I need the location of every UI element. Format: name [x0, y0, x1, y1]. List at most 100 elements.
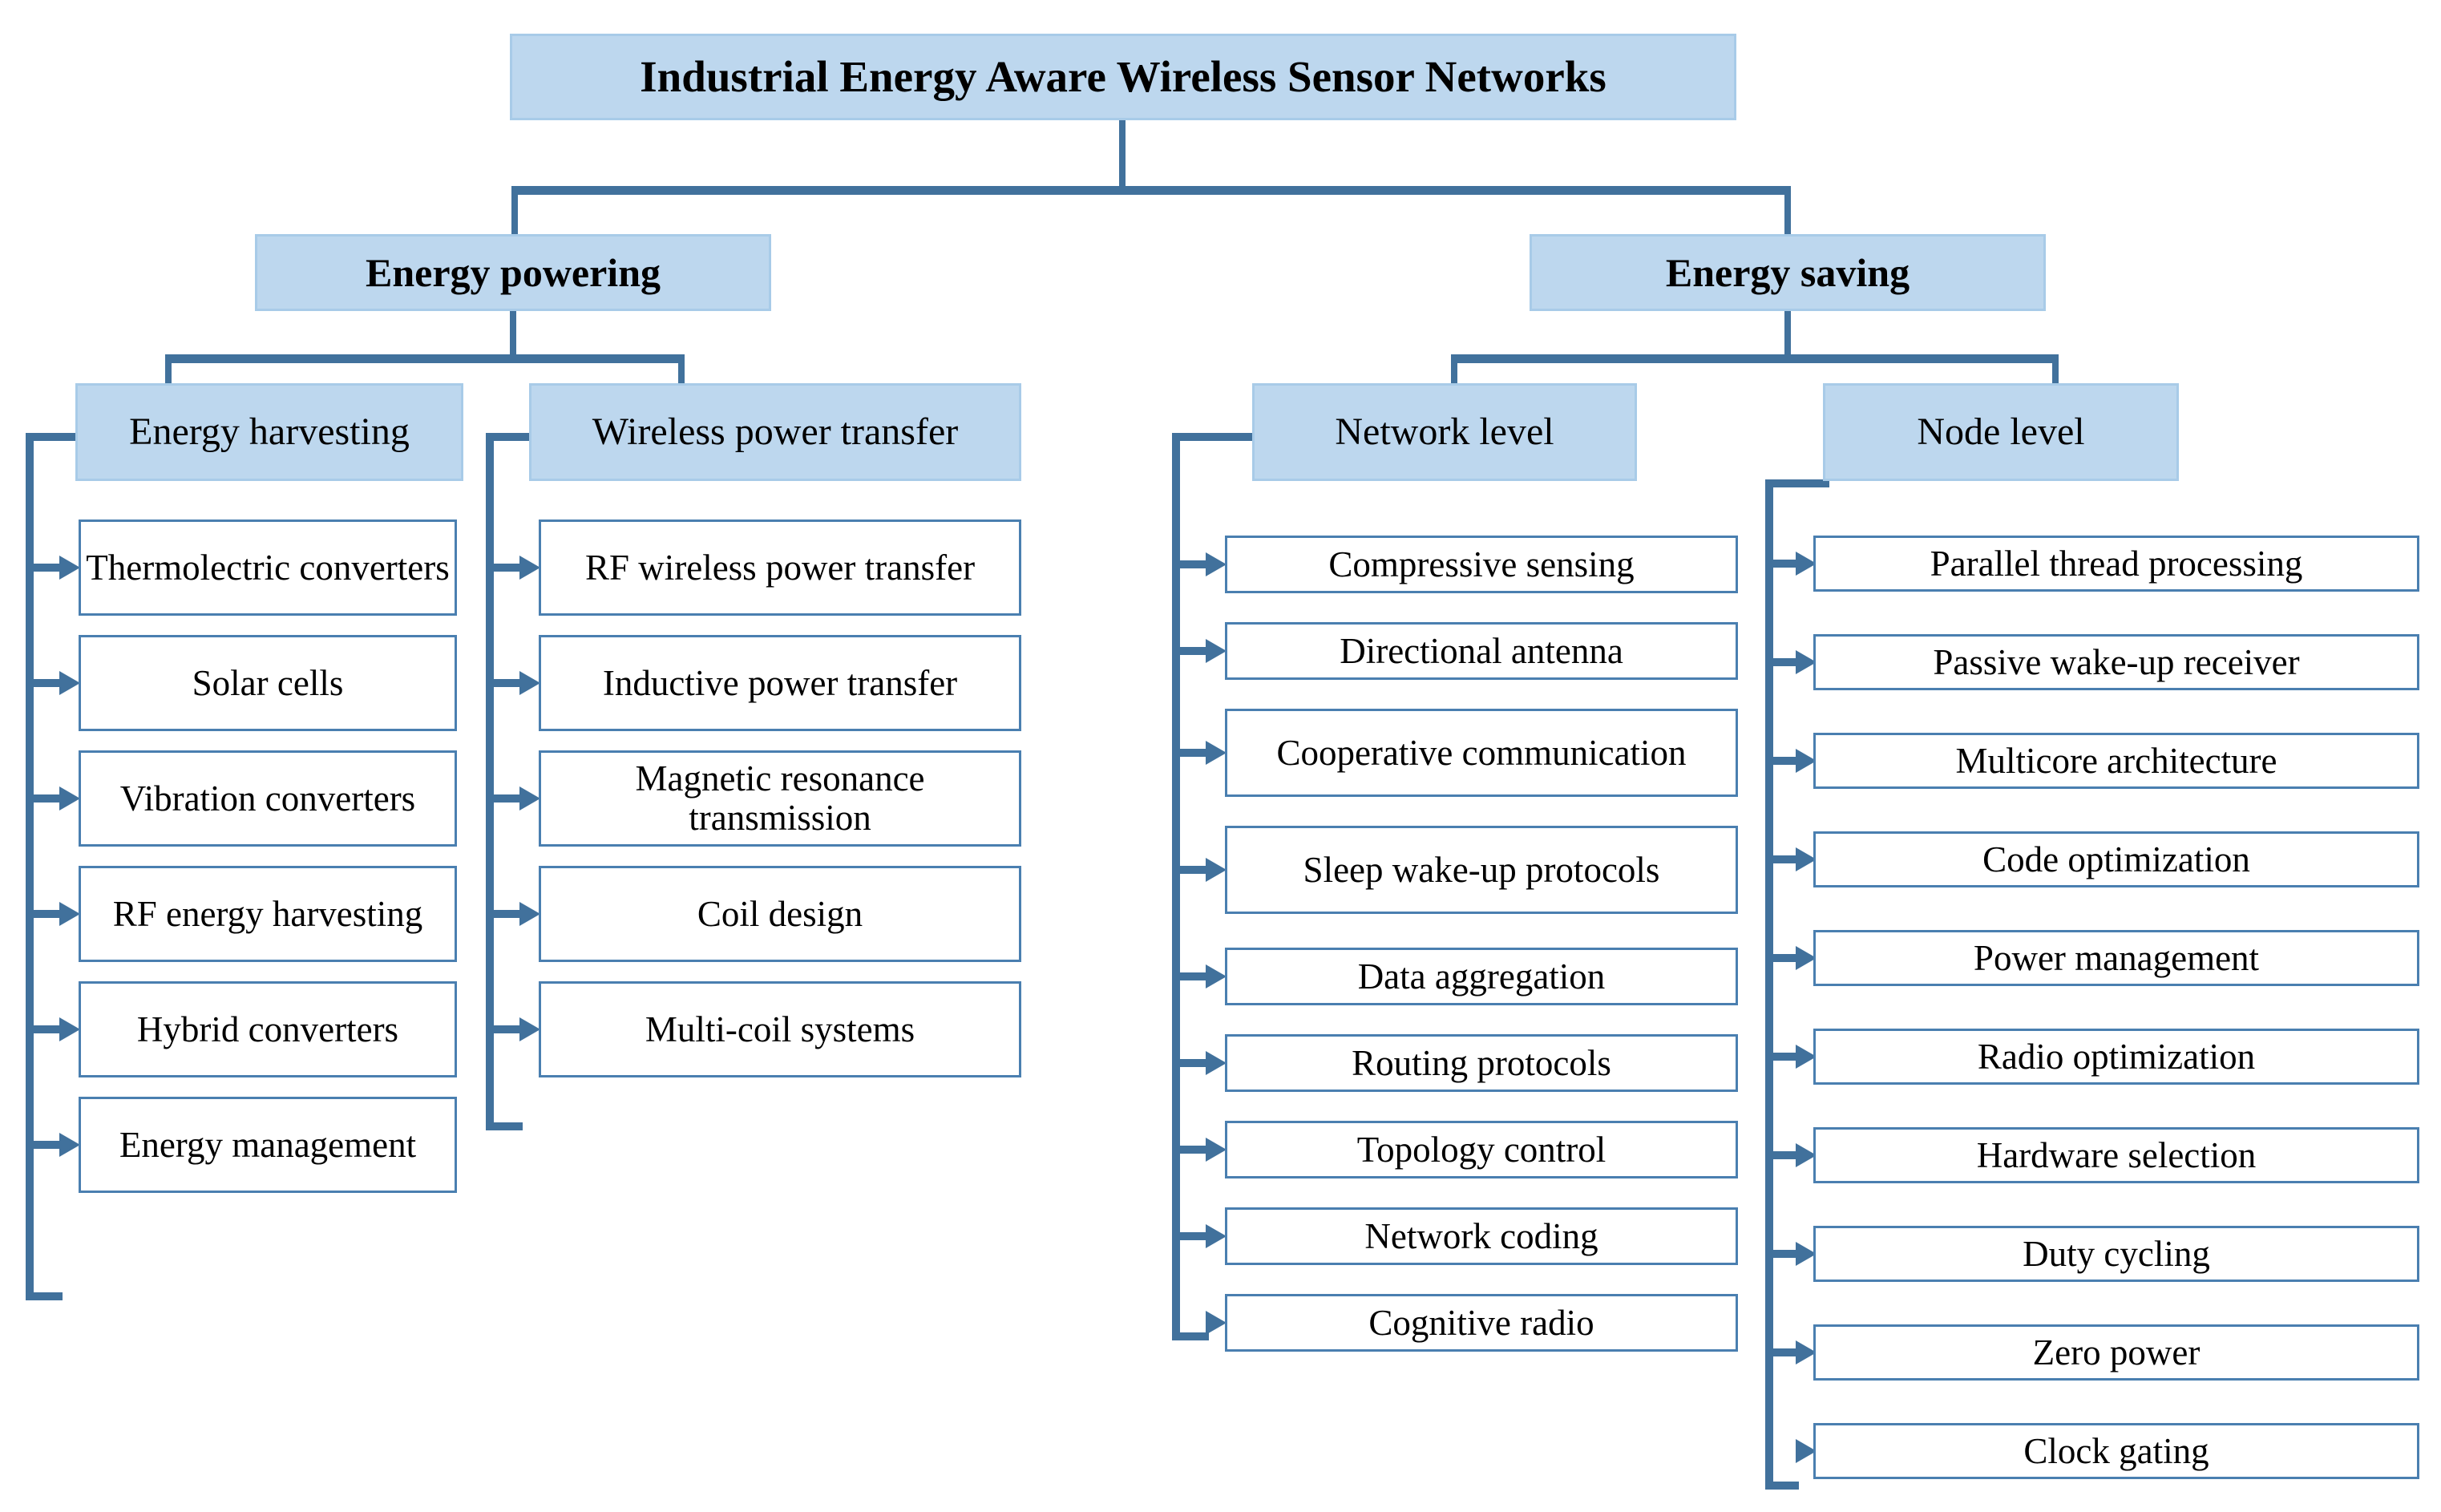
- arrow-nl-item-0-icon: [1206, 552, 1227, 576]
- arrow-nl-item-8-icon: [1206, 1311, 1227, 1335]
- connector-nl-item-6: [1175, 1146, 1209, 1154]
- connector-nl-item-1: [1175, 647, 1209, 655]
- connector-wpt-item-4b: [489, 1025, 523, 1033]
- leaf-label: Data aggregation: [1357, 956, 1606, 997]
- connector-nl-item-4: [1175, 972, 1209, 980]
- leaf-label: Multicore architecture: [1955, 740, 2277, 781]
- leaf-hybrid-converters: Hybrid converters: [79, 981, 457, 1077]
- leaf-routing-protocols: Routing protocols: [1225, 1034, 1738, 1092]
- category-wireless-power-transfer: Wireless power transfer: [529, 383, 1021, 481]
- connector-nl-item-8: [1175, 1332, 1209, 1340]
- connector-ndl-top: [1765, 479, 1829, 487]
- leaf-thermolectric-converters: Thermolectric converters: [79, 519, 457, 616]
- arrow-wpt-item-1-icon: [519, 671, 540, 695]
- leaf-label: Duty cycling: [2023, 1233, 2210, 1274]
- leaf-label: Cognitive radio: [1368, 1302, 1594, 1343]
- leaf-label: Clock gating: [2023, 1430, 2209, 1471]
- branch-energy-saving: Energy saving: [1530, 234, 2046, 311]
- connector-ndl-item-9: [1768, 1482, 1799, 1490]
- arrow-ndl-item-3-icon: [1796, 847, 1817, 871]
- leaf-duty-cycling: Duty cycling: [1813, 1226, 2419, 1282]
- connector-root-stem: [1119, 120, 1126, 189]
- leaf-label: Parallel thread processing: [1930, 543, 2303, 584]
- branch-energy-powering-label: Energy powering: [365, 250, 661, 295]
- arrow-eh-item-3-icon: [59, 902, 80, 926]
- connector-ndl-item-7: [1768, 1250, 1799, 1258]
- connector-eh-top: [26, 433, 82, 441]
- connector-ndl-item-2: [1768, 757, 1799, 765]
- leaf-label: Zero power: [2032, 1332, 2201, 1373]
- leaf-label: Magnetic resonance transmission: [635, 758, 925, 838]
- leaf-label: Topology control: [1356, 1129, 1606, 1170]
- leaf-parallel-thread-processing: Parallel thread processing: [1813, 536, 2419, 592]
- leaf-cooperative-communication: Cooperative communication: [1225, 709, 1738, 797]
- leaf-label: Multi-coil systems: [645, 1009, 915, 1049]
- connector-ep-bus: [165, 354, 685, 363]
- arrow-wpt-item-0-icon: [519, 556, 540, 580]
- category-network-level: Network level: [1252, 383, 1637, 481]
- leaf-vibration-converters: Vibration converters: [79, 750, 457, 847]
- arrow-nl-item-2-icon: [1206, 741, 1227, 765]
- root-node-label: Industrial Energy Aware Wireless Sensor …: [640, 52, 1606, 102]
- arrow-ndl-item-9-icon: [1796, 1439, 1817, 1463]
- leaf-multicore-architecture: Multicore architecture: [1813, 733, 2419, 789]
- arrow-nl-item-7-icon: [1206, 1224, 1227, 1248]
- connector-ndl-item-3: [1768, 855, 1799, 863]
- leaf-label: Hybrid converters: [136, 1009, 399, 1049]
- connector-es-drop-right: [2052, 358, 2059, 396]
- leaf-label: Power management: [1973, 937, 2260, 978]
- connector-nl-item-3: [1175, 866, 1209, 874]
- leaf-zero-power: Zero power: [1813, 1324, 2419, 1381]
- leaf-label: Code optimization: [1982, 839, 2250, 879]
- connector-nl-item-0: [1175, 560, 1209, 568]
- leaf-inductive-power-transfer: Inductive power transfer: [539, 635, 1021, 731]
- leaf-label: Solar cells: [192, 662, 344, 703]
- category-energy-harvesting-label: Energy harvesting: [129, 410, 410, 454]
- connector-es-stem: [1784, 311, 1791, 358]
- connector-eh-item-5b: [29, 1141, 63, 1149]
- leaf-label: Compressive sensing: [1328, 544, 1635, 584]
- connector-es-bus: [1451, 354, 2059, 363]
- leaf-sleep-wake-up-protocols: Sleep wake-up protocols: [1225, 826, 1738, 914]
- leaf-topology-control: Topology control: [1225, 1121, 1738, 1178]
- connector-eh-item-5: [29, 1292, 63, 1300]
- arrow-nl-item-4-icon: [1206, 964, 1227, 988]
- connector-root-bus: [511, 186, 1791, 195]
- leaf-cognitive-radio: Cognitive radio: [1225, 1294, 1738, 1352]
- leaf-label: Cooperative communication: [1276, 732, 1687, 773]
- arrow-nl-item-5-icon: [1206, 1051, 1227, 1075]
- arrow-nl-item-6-icon: [1206, 1138, 1227, 1162]
- arrow-eh-item-0-icon: [59, 556, 80, 580]
- leaf-label: Radio optimization: [1977, 1036, 2256, 1077]
- connector-eh-bus: [26, 433, 34, 1300]
- leaf-label: Routing protocols: [1352, 1042, 1611, 1083]
- root-node: Industrial Energy Aware Wireless Sensor …: [510, 34, 1736, 120]
- arrow-ndl-item-1-icon: [1796, 650, 1817, 674]
- arrow-nl-item-1-icon: [1206, 639, 1227, 663]
- connector-ep-drop-right: [678, 358, 685, 396]
- leaf-energy-management: Energy management: [79, 1097, 457, 1193]
- category-node-level: Node level: [1823, 383, 2179, 481]
- connector-wpt-bus: [486, 433, 494, 1130]
- connector-nl-item-7: [1175, 1232, 1209, 1240]
- leaf-label: Thermolectric converters: [86, 547, 450, 588]
- arrow-eh-item-4-icon: [59, 1017, 80, 1041]
- connector-ndl-item-1: [1768, 658, 1799, 666]
- leaf-label: RF energy harvesting: [112, 893, 423, 934]
- leaf-data-aggregation: Data aggregation: [1225, 948, 1738, 1005]
- arrow-eh-item-1-icon: [59, 671, 80, 695]
- leaf-solar-cells: Solar cells: [79, 635, 457, 731]
- connector-wpt-item-3: [489, 910, 523, 918]
- category-node-level-label: Node level: [1917, 410, 2085, 454]
- connector-nl-top: [1172, 433, 1259, 441]
- leaf-label: RF wireless power transfer: [584, 547, 976, 588]
- arrow-wpt-item-4-icon: [519, 1017, 540, 1041]
- leaf-directional-antenna: Directional antenna: [1225, 622, 1738, 680]
- arrow-ndl-item-4-icon: [1796, 946, 1817, 970]
- connector-nl-item-5: [1175, 1059, 1209, 1067]
- connector-eh-item-4: [29, 1025, 63, 1033]
- connector-ndl-bus: [1765, 479, 1773, 1490]
- arrow-eh-item-5-icon: [59, 1133, 80, 1157]
- connector-root-drop-left: [511, 189, 518, 247]
